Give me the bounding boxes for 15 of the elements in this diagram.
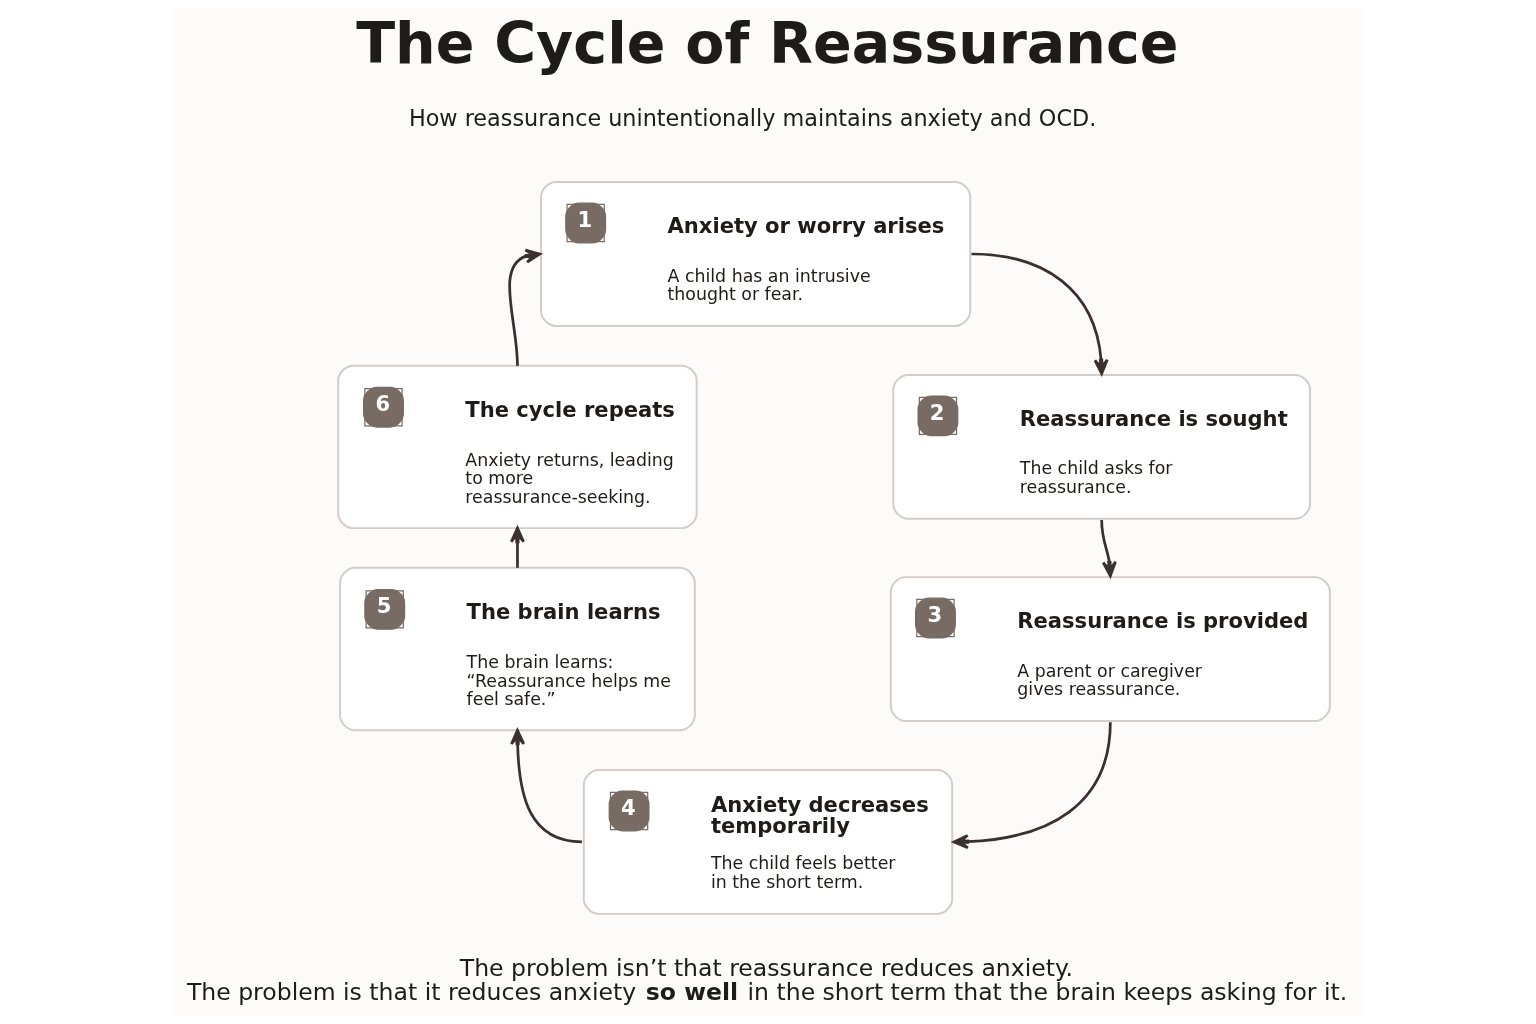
node-box: 3 Reassurance is provided A parent or caregiver gives reassurance.: [889, 576, 1331, 722]
caption: The problem isn’t that reassurance reduces anxiety. The problem is that it reduces anxiety so well in the short term that the brain keeps asking for it.: [186, 954, 1348, 1006]
arrow: [508, 248, 542, 366]
arrow: [510, 728, 583, 844]
node-box: 2 Reassurance is sought The child asks for reassurance.: [892, 373, 1312, 520]
node-box: 6 The cycle repeats Anxiety returns, leading to more reassurance-seeking.: [337, 364, 698, 530]
node-box: 5 The brain learns The brain learns: “Reassurance helps me feel safe.”: [339, 566, 696, 732]
arrow: [509, 526, 525, 568]
diagram-title: The Cycle of Reassurance: [356, 9, 1179, 76]
node-box: 4 Anxiety decreases temporarily The child feels better in the short term.: [582, 769, 954, 915]
node-box: 1 Anxiety or worry arises A child has an intrusive thought or fear.: [540, 181, 972, 327]
label: How reassurance unintentionally maintains anxiety and OCD.: [408, 104, 1097, 131]
arrow: [1100, 520, 1117, 578]
arrow: [971, 252, 1109, 376]
arrow: [952, 722, 1112, 850]
